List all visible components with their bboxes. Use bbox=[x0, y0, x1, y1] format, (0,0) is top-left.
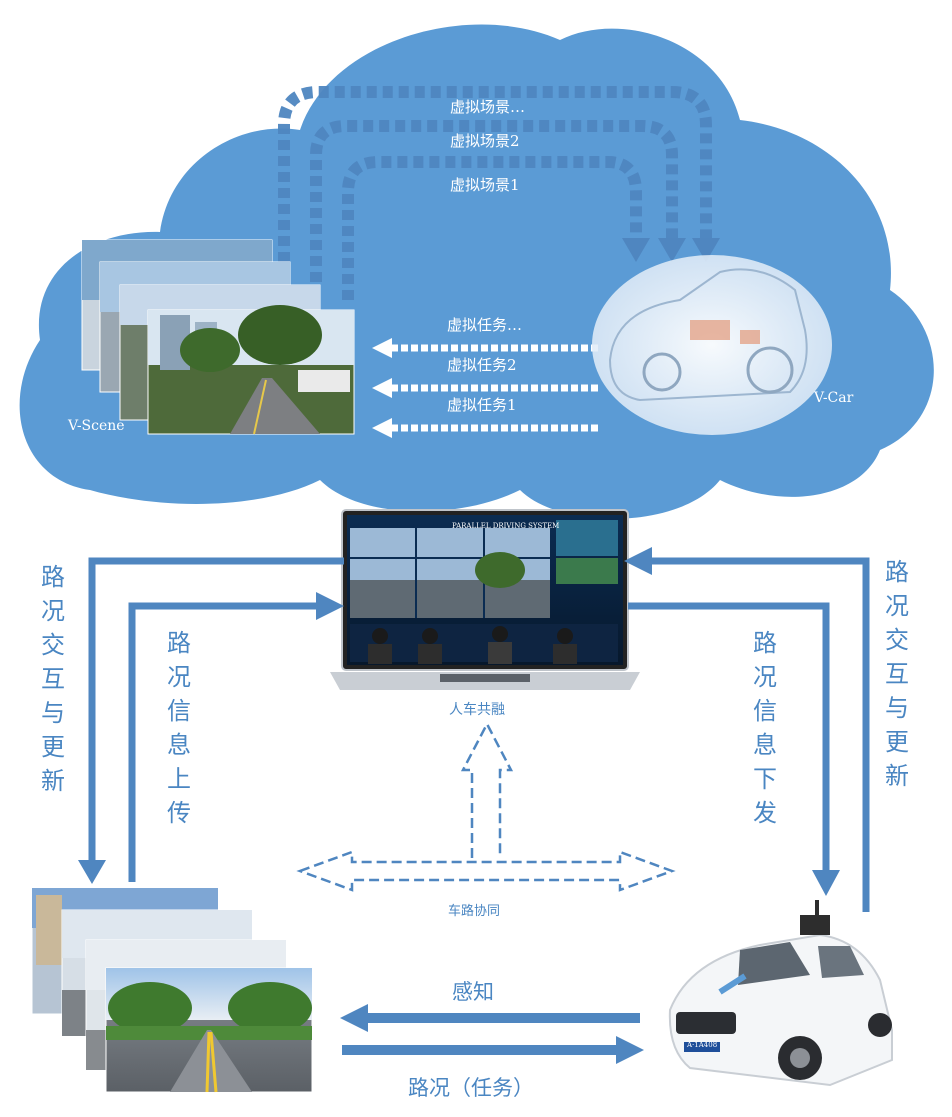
virtual-task-label-2: 虚拟任务2 bbox=[447, 356, 517, 374]
right-outer-flow-label: 路况交互与更新 bbox=[885, 558, 909, 790]
vehicle-road-cooperation-label: 车路协同 bbox=[448, 904, 501, 919]
virtual-scene-label-2: 虚拟场景2 bbox=[450, 132, 520, 150]
v-car-wireframe bbox=[592, 255, 832, 435]
flow-right-outer-arrow bbox=[650, 557, 870, 912]
road-task-arrow bbox=[342, 1036, 644, 1064]
left-inner-flow-label: 路况信息上传 bbox=[167, 629, 191, 827]
perception-arrow bbox=[340, 1004, 640, 1032]
flow-right-outer-arrowhead bbox=[624, 547, 652, 575]
flow-right-inner-arrowhead bbox=[812, 870, 840, 896]
flow-left-outer-arrow bbox=[88, 557, 344, 862]
virtual-scene-label-1: 虚拟场景1 bbox=[450, 176, 520, 194]
screen-banner: PARALLEL DRIVING SYSTEM bbox=[452, 522, 560, 530]
v-car-label: V-Car bbox=[814, 390, 854, 406]
flow-left-inner-arrow bbox=[128, 602, 318, 882]
virtual-task-arrows bbox=[372, 338, 598, 438]
road-task-label: 路况（任务） bbox=[408, 1076, 534, 1100]
virtual-scene-label-ellipsis: 虚拟场景… bbox=[450, 98, 526, 116]
right-inner-flow-label: 路况信息下发 bbox=[753, 629, 777, 827]
virtual-scene-arcs bbox=[278, 86, 712, 300]
v-scene-image-stack bbox=[81, 239, 355, 435]
virtual-scene-arrowheads bbox=[622, 238, 720, 262]
real-car bbox=[668, 900, 893, 1087]
flow-left-inner-arrowhead bbox=[316, 592, 344, 620]
left-outer-flow-label: 路况交互与更新 bbox=[41, 563, 65, 795]
perception-label: 感知 bbox=[452, 980, 494, 1004]
flow-left-outer-arrowhead bbox=[78, 860, 106, 884]
real-road-image-stack bbox=[31, 887, 313, 1093]
v-scene-label: V-Scene bbox=[68, 418, 125, 434]
cooperation-arrows bbox=[296, 721, 676, 892]
control-monitor bbox=[330, 509, 640, 690]
car-license-plate: A·1A408 bbox=[687, 1041, 718, 1049]
virtual-task-label-1: 虚拟任务1 bbox=[447, 396, 517, 414]
flow-right-inner-arrow bbox=[628, 602, 830, 872]
human-vehicle-fusion-label: 人车共融 bbox=[449, 702, 505, 718]
virtual-task-label-ellipsis: 虚拟任务… bbox=[447, 316, 523, 334]
